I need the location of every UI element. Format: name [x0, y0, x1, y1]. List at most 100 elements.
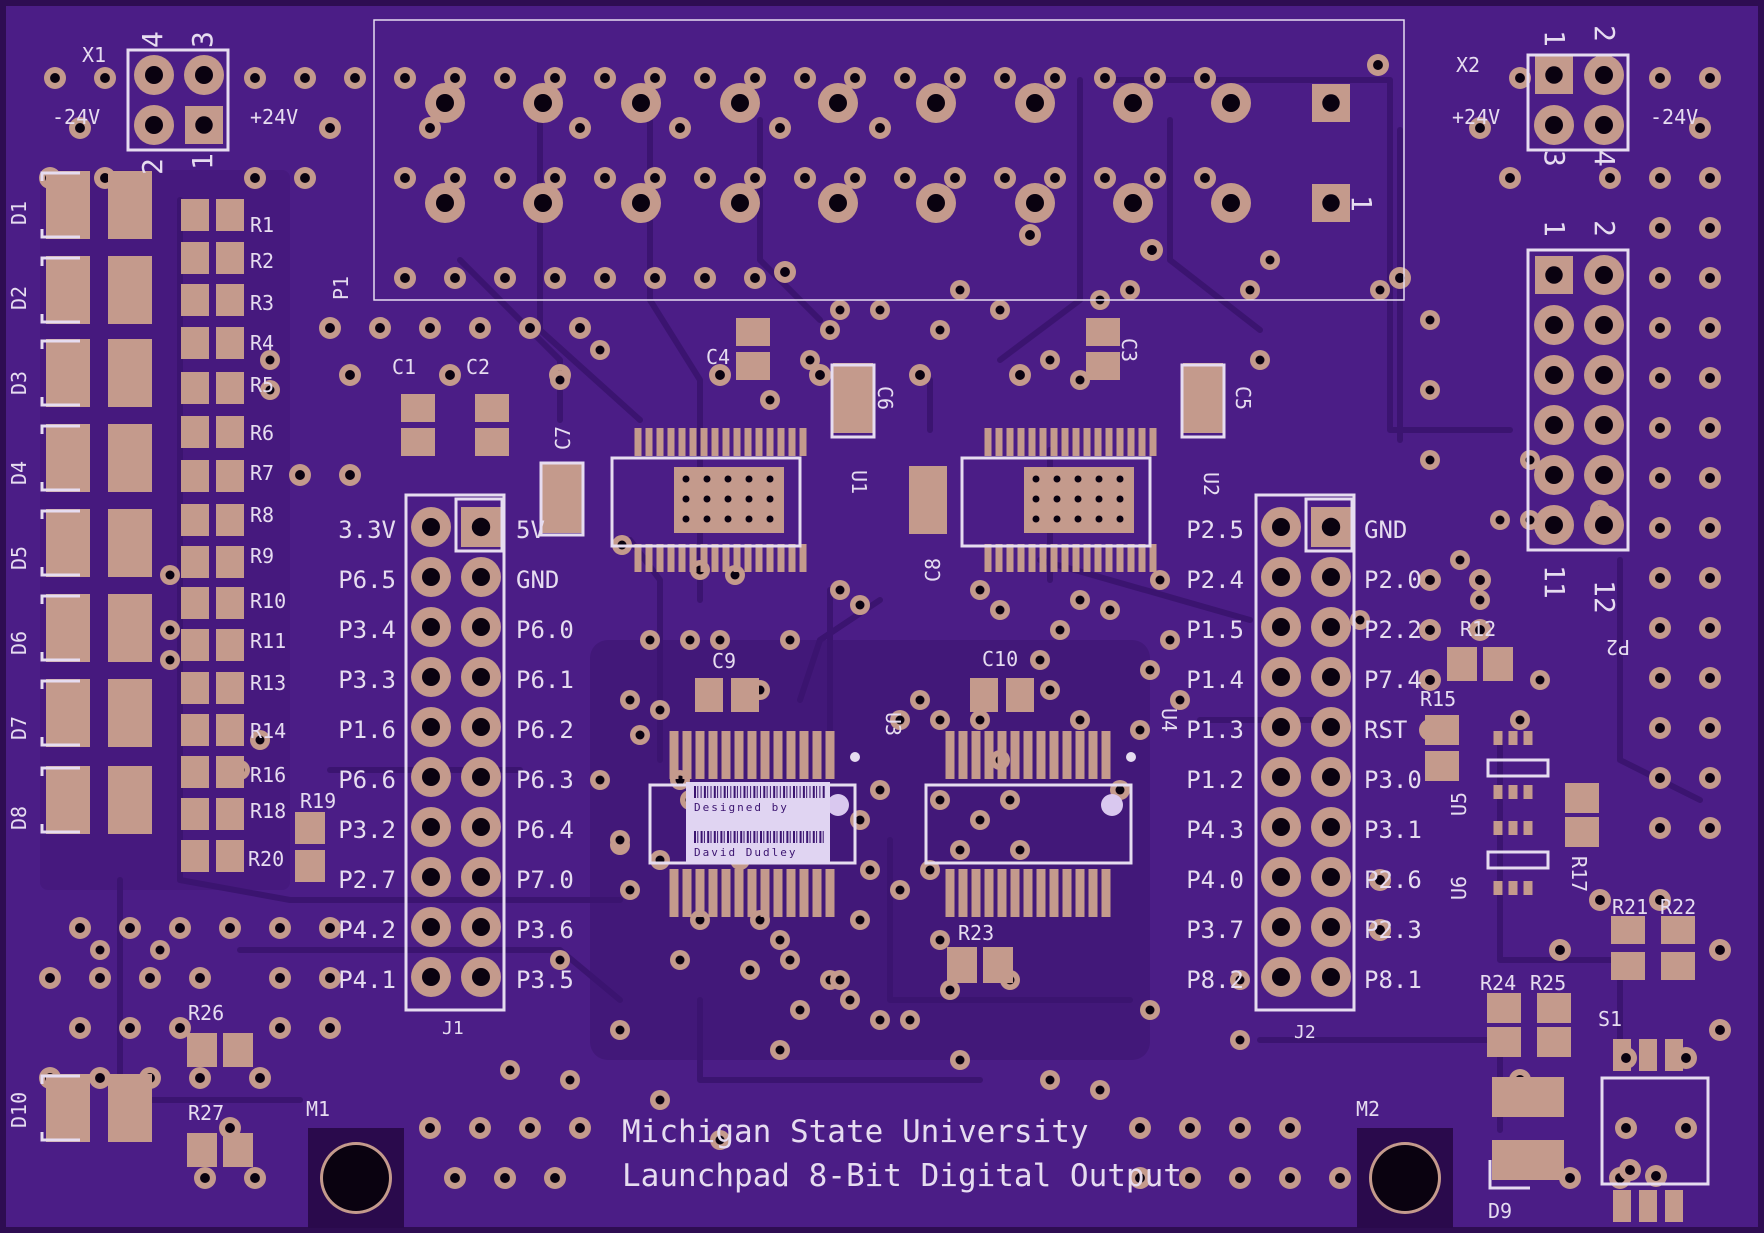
smd-pad: [1493, 785, 1503, 799]
via-hole: [900, 73, 910, 83]
smd-pad: [1086, 318, 1120, 346]
through-hole-drill: [1272, 918, 1290, 936]
barcode-bar: [816, 786, 818, 798]
through-hole-drill: [1322, 768, 1340, 786]
pin-label: P4.0: [1186, 866, 1244, 894]
barcode-bar: [783, 786, 786, 798]
smd-pad: [216, 372, 244, 404]
barcode-bar: [812, 786, 815, 798]
barcode-bar: [713, 786, 716, 798]
smd-pad: [766, 428, 774, 456]
via-hole: [1705, 523, 1715, 533]
square-pad-drill: [1545, 266, 1563, 284]
silk-outline: [1486, 850, 1550, 870]
smd-pad: [734, 731, 744, 779]
smd-pad: [1613, 1190, 1631, 1222]
via-hole: [1705, 623, 1715, 633]
via-hole: [595, 345, 605, 355]
through-hole-drill: [422, 968, 440, 986]
pin-label: RST: [1364, 716, 1407, 744]
smd-pad: [181, 840, 209, 872]
via-hole: [1475, 575, 1485, 585]
resistor-label-r21: R21: [1612, 895, 1648, 919]
barcode-bar: [694, 831, 696, 843]
via-hole: [1095, 1085, 1105, 1095]
via-hole: [950, 173, 960, 183]
smd-pad: [181, 327, 209, 359]
smd-pad: [833, 363, 873, 433]
diode-label-d5: D5: [7, 546, 31, 570]
resistor-label-r20: R20: [248, 847, 284, 871]
j2-label: J2: [1294, 1022, 1316, 1043]
smd-pad: [711, 544, 719, 572]
via-hole: [275, 923, 285, 933]
through-hole-drill: [1272, 668, 1290, 686]
smd-pad: [1127, 428, 1135, 456]
smd-pad: [945, 869, 955, 917]
smd-pad: [744, 428, 752, 456]
x1-pin-1: 1: [186, 153, 219, 170]
through-hole-drill: [472, 968, 490, 986]
via-hole: [1515, 73, 1525, 83]
via-hole: [1625, 1165, 1635, 1175]
pin-label: P3.2: [338, 816, 396, 844]
barcode-bar: [802, 831, 804, 843]
pin-label: P6.6: [338, 766, 396, 794]
pin-label: P1.6: [338, 716, 396, 744]
smd-pad: [46, 1074, 90, 1142]
trace: [697, 997, 983, 1083]
through-hole-drill: [436, 194, 454, 212]
pin-label: P2.0: [1364, 566, 1422, 594]
footer-title: Michigan State University: [622, 1114, 1089, 1150]
mount-hole: [323, 1145, 389, 1211]
pin-label: P3.0: [1364, 766, 1422, 794]
via-hole: [1373, 60, 1383, 70]
via-hole: [700, 173, 710, 183]
smd-pad: [971, 731, 981, 779]
via-hole: [125, 923, 135, 933]
smd-pad: [216, 798, 244, 830]
via-hole: [1375, 875, 1385, 885]
barcode-bar: [812, 831, 815, 843]
smd-pad: [1075, 731, 1085, 779]
pin-label: P1.2: [1186, 766, 1244, 794]
barcode-bar: [809, 786, 811, 798]
silk-outline: [1254, 493, 1356, 1012]
via-hole: [785, 955, 795, 965]
pin-label: P6.0: [516, 616, 574, 644]
resistor-label-r19: R19: [300, 789, 336, 813]
smd-pad: [475, 428, 509, 456]
via-hole: [1655, 573, 1665, 583]
via-hole: [1145, 1005, 1155, 1015]
smd-pad: [958, 869, 968, 917]
via-hole: [1155, 575, 1165, 585]
silk-outline: [126, 48, 230, 152]
barcode-bar: [793, 786, 795, 798]
smd-pad: [995, 428, 1003, 456]
via-hole: [1025, 230, 1035, 240]
thermal-via: [1074, 495, 1082, 503]
silk-outline: [404, 493, 506, 1012]
via-hole: [1705, 373, 1715, 383]
via-hole: [225, 923, 235, 933]
via-hole: [1045, 685, 1055, 695]
smd-pad: [656, 428, 664, 456]
via-hole: [575, 323, 585, 333]
smd-pad: [997, 731, 1007, 779]
smd-pad: [1639, 1190, 1657, 1222]
via-hole: [500, 1173, 510, 1183]
pin-label: 5V: [516, 516, 545, 544]
smd-pad: [799, 869, 809, 917]
pin-label: GND: [1364, 516, 1407, 544]
resistor-label-r27: R27: [188, 1101, 224, 1125]
barcode-bar: [700, 786, 702, 798]
resistor-label-r9: R9: [250, 544, 274, 568]
silkscreen-layer: [40, 19, 1710, 1190]
diode-label-d4: D4: [7, 461, 31, 485]
via-hole: [1000, 173, 1010, 183]
barcode-bar: [779, 786, 781, 798]
through-hole-drill: [472, 668, 490, 686]
smd-pad: [1105, 544, 1113, 572]
smd-pad: [1039, 428, 1047, 456]
